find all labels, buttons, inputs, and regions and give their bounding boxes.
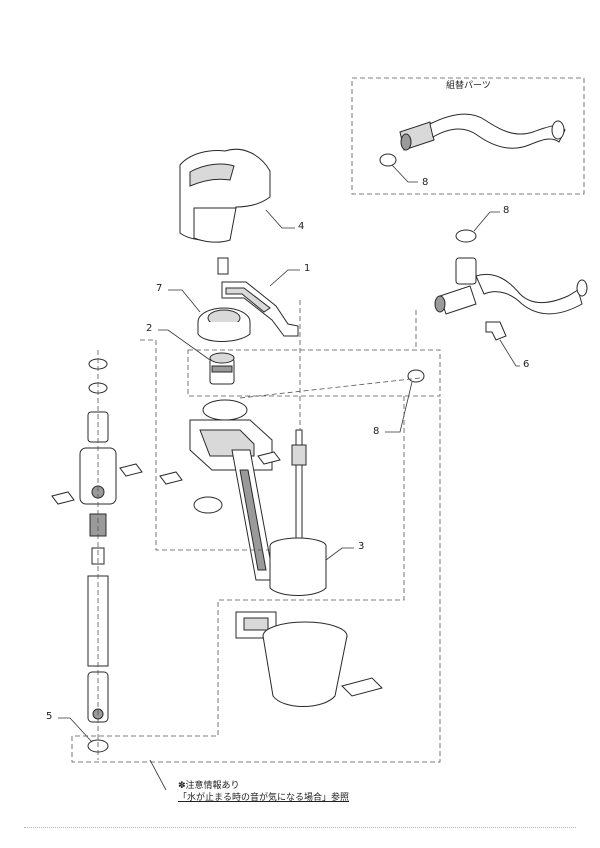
float-rod xyxy=(291,429,307,551)
part-4-cover xyxy=(179,148,271,243)
replacement-o-ring-8 xyxy=(379,153,397,167)
callout-5: 5 xyxy=(46,711,53,722)
callout-8-replacement: 8 xyxy=(422,177,429,188)
clip-right xyxy=(257,451,281,465)
callout-8-mid: 8 xyxy=(373,426,380,437)
caution-note: ✽注意情報あり 「水が止まる時の音が気になる場合」参照 xyxy=(178,780,349,804)
part-7-nut xyxy=(197,307,251,342)
main-valve-body xyxy=(189,399,275,581)
replacement-box-title: 組替パーツ xyxy=(446,81,491,91)
body-o-ring xyxy=(193,496,223,514)
elbow-pipe-assembly xyxy=(434,257,588,315)
part-6-clip xyxy=(485,321,507,341)
part-3-float xyxy=(269,537,327,596)
caution-note-line2: 「水が止まる時の音が気になる場合」参照 xyxy=(178,793,350,804)
callout-1: 1 xyxy=(304,263,311,274)
callout-3: 3 xyxy=(358,541,365,552)
o-ring-8-top xyxy=(455,229,477,243)
clip-left-2 xyxy=(159,471,183,485)
replacement-elbow-pipe xyxy=(399,113,566,151)
left-column-parts xyxy=(79,358,117,723)
o-ring-8-mid xyxy=(407,369,425,383)
callout-6: 6 xyxy=(523,359,530,370)
callout-7: 7 xyxy=(156,283,163,294)
callout-4: 4 xyxy=(298,221,305,232)
assembly-dash-lines xyxy=(71,300,441,763)
float-housing xyxy=(235,611,383,707)
part-1-lever-arm xyxy=(217,257,299,337)
bottom-divider xyxy=(24,827,576,828)
callout-2: 2 xyxy=(146,323,153,334)
clip-left-3 xyxy=(51,491,75,505)
clip-left-1 xyxy=(119,463,143,477)
part-2-valve xyxy=(209,352,235,385)
callout-8-top: 8 xyxy=(503,205,510,216)
caution-note-line1: ✽注意情報あり xyxy=(178,781,240,791)
replacement-parts-box xyxy=(351,77,585,195)
